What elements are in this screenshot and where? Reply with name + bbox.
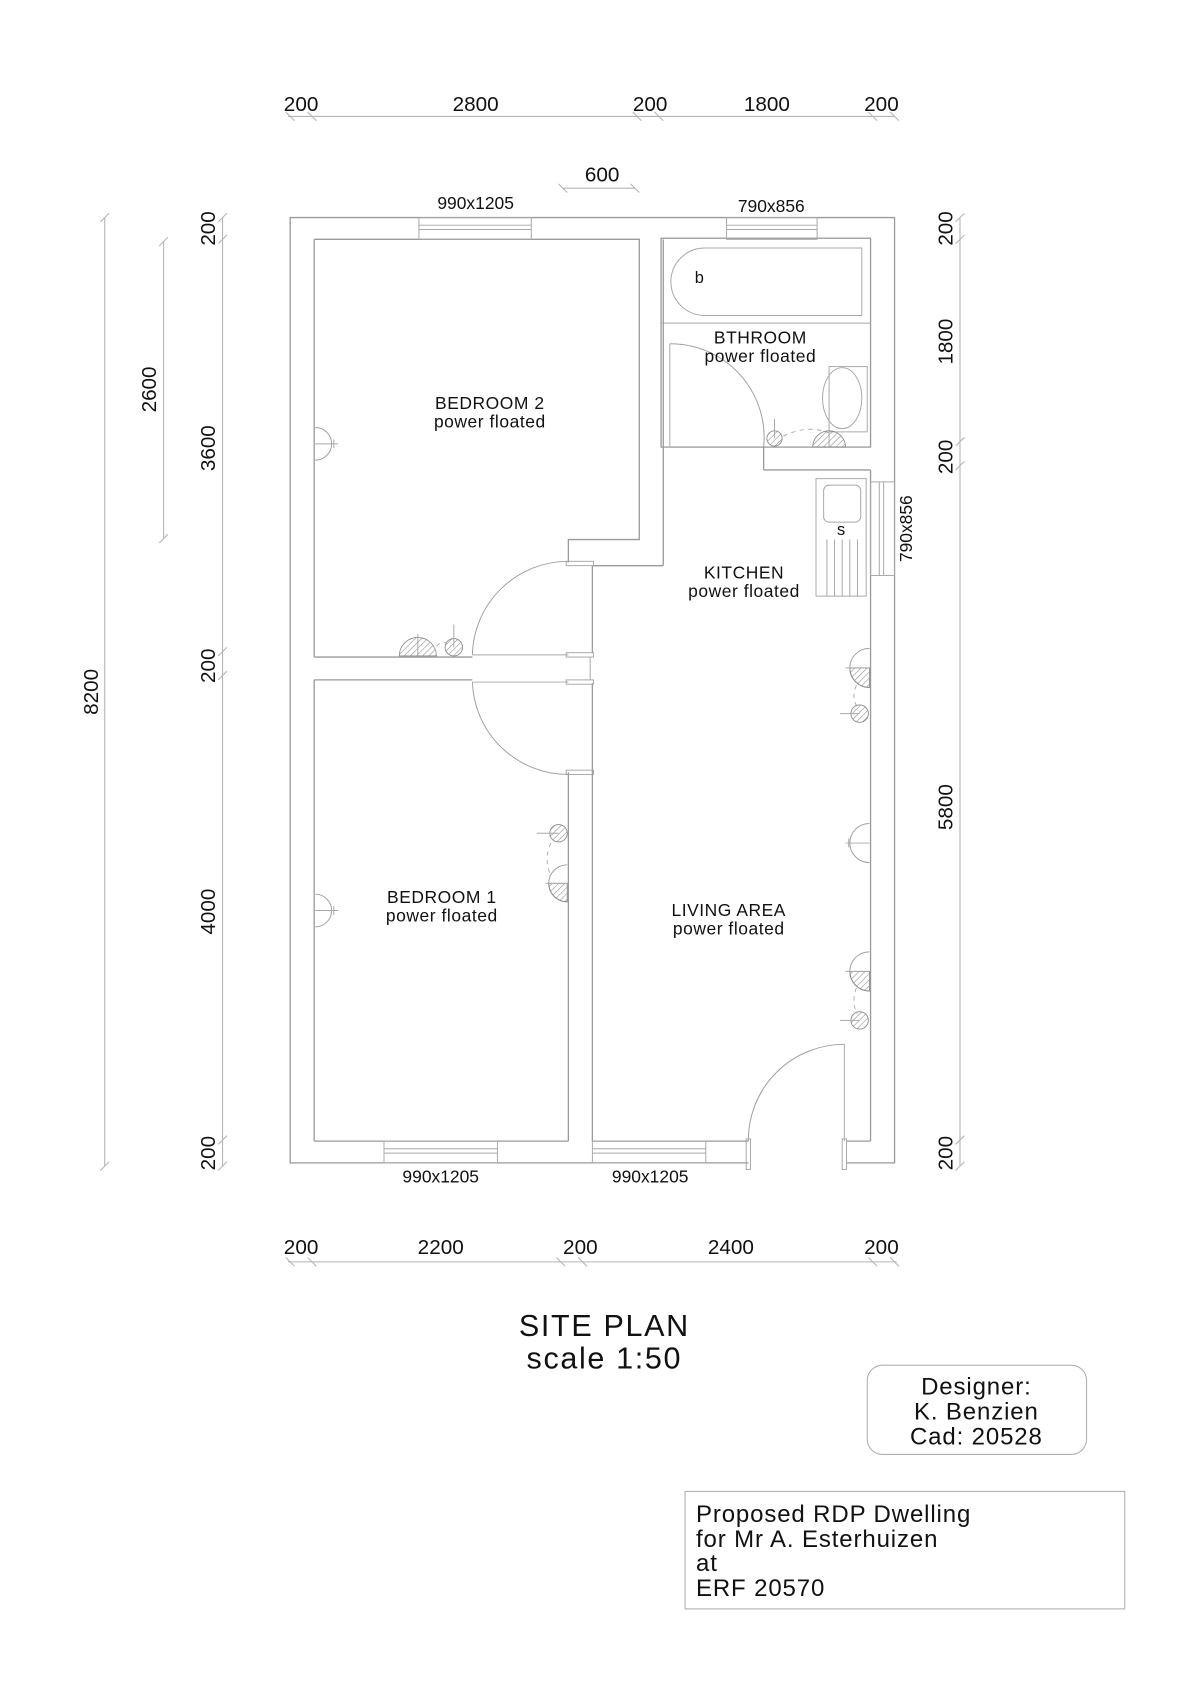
- designer-name: K. Benzien: [914, 1399, 1039, 1426]
- bathroom-electrical: [766, 418, 846, 448]
- bedroom2-electrical: [398, 624, 463, 657]
- dim-bottom-2: 200: [563, 1236, 598, 1259]
- title-scale: scale 1:50: [527, 1342, 683, 1376]
- entrance-door: [747, 1043, 845, 1142]
- dim-top-offset: 600: [585, 164, 620, 187]
- dim-bottom-3: 2400: [708, 1236, 754, 1259]
- project-box: Proposed RDP Dwelling for Mr A. Esterhui…: [684, 1490, 1126, 1610]
- room-label-living: LIVING AREA power floated: [671, 900, 786, 938]
- living-electrical-1: [839, 647, 870, 723]
- dim-bottom-0: 200: [284, 1236, 319, 1259]
- window-label-bathroom: 790x856: [738, 196, 805, 216]
- room-label-bedroom1: BEDROOM 1 power floated: [386, 887, 498, 925]
- bedroom1-door: [471, 681, 569, 776]
- window-label-kitchen: 790x856: [896, 495, 916, 562]
- room-name-living: LIVING AREA: [671, 900, 786, 920]
- window-bedroom1-bottom: 990x1205: [383, 1140, 498, 1186]
- designer-cad: Cad: 20528: [910, 1424, 1043, 1451]
- dim-left-2: 200: [197, 649, 220, 683]
- bedroom2-plug-symbol: [315, 427, 339, 461]
- bedroom1-plug-symbol: [315, 893, 339, 928]
- bath-label: b: [695, 269, 704, 287]
- window-bathroom-top: 790x856: [726, 196, 818, 240]
- window-label-living: 990x1205: [612, 1166, 689, 1186]
- dim-left-4: 200: [197, 1136, 220, 1170]
- room-finish-bedroom2: power floated: [434, 412, 546, 432]
- bedroom1-electrical: [536, 824, 568, 903]
- kitchen-sink: s: [815, 478, 867, 597]
- drawing-title: SITE PLAN scale 1:50: [519, 1309, 690, 1376]
- window-bedroom2-top: 990x1205: [418, 193, 532, 240]
- bedroom2-walls: [313, 238, 640, 658]
- room-name-bedroom1: BEDROOM 1: [387, 887, 497, 907]
- bedroom2-door: [471, 560, 569, 656]
- room-name-kitchen: KITCHEN: [704, 563, 784, 583]
- dim-top-2: 200: [633, 93, 668, 116]
- living-electrical-2: [839, 951, 870, 1030]
- bathtub: b: [670, 247, 863, 316]
- room-finish-living: power floated: [673, 918, 785, 938]
- right-dimension-line: 200 1800 200 5800 200: [934, 211, 965, 1171]
- dim-bottom-4: 200: [864, 1236, 899, 1259]
- room-finish-kitchen: power floated: [688, 581, 800, 601]
- project-line-3: at: [696, 1550, 718, 1577]
- dim-top-4: 200: [864, 93, 899, 116]
- top-offset-dimension: 600: [558, 164, 640, 193]
- window-living-bottom: 990x1205: [591, 1140, 707, 1186]
- dim-right-1: 1800: [934, 319, 957, 365]
- dim-left-outer: 8200: [80, 669, 103, 715]
- dim-right-4: 200: [934, 1136, 957, 1170]
- room-finish-bathroom: power floated: [704, 346, 816, 366]
- corridor-walls: [313, 239, 872, 1142]
- living-plug-symbol: [845, 822, 870, 864]
- room-name-bedroom2: BEDROOM 2: [435, 393, 545, 413]
- dim-top-1: 2800: [453, 93, 499, 116]
- title-main: SITE PLAN: [519, 1309, 690, 1343]
- project-line-2: for Mr A. Esterhuizen: [696, 1526, 938, 1553]
- dim-right-0: 200: [934, 211, 957, 245]
- toilet: [822, 366, 868, 433]
- designer-label: Designer:: [921, 1374, 1032, 1401]
- room-label-bedroom2: BEDROOM 2 power floated: [434, 393, 546, 432]
- bathroom-walls: [660, 237, 872, 471]
- room-label-bathroom: BTHROOM power floated: [704, 328, 816, 366]
- dim-left-mid: 2600: [138, 366, 161, 412]
- room-label-kitchen: KITCHEN power floated: [688, 563, 800, 601]
- dim-left-3: 4000: [197, 889, 220, 935]
- dim-left-1: 3600: [197, 425, 220, 471]
- dim-top-0: 200: [284, 93, 319, 116]
- exterior-walls: [289, 216, 896, 1164]
- top-dimension-line: 200 2800 200 1800 200: [284, 93, 900, 122]
- window-label-bedroom2: 990x1205: [437, 193, 514, 213]
- window-label-bedroom1: 990x1205: [402, 1166, 479, 1186]
- bathroom-door: [669, 343, 765, 448]
- project-line-1: Proposed RDP Dwelling: [696, 1501, 971, 1528]
- dim-right-2: 200: [934, 440, 957, 474]
- project-line-4: ERF 20570: [696, 1575, 825, 1602]
- dim-top-3: 1800: [744, 93, 790, 116]
- bottom-dimension-line: 200 2200 200 2400 200: [284, 1236, 900, 1267]
- sink-label: s: [837, 521, 845, 539]
- dim-right-3: 5800: [934, 784, 957, 830]
- window-kitchen-right: 790x856: [870, 481, 916, 576]
- dim-left-0: 200: [197, 211, 220, 245]
- room-finish-bedroom1: power floated: [386, 905, 498, 925]
- designer-box: Designer: K. Benzien Cad: 20528: [866, 1364, 1088, 1455]
- dim-bottom-1: 2200: [418, 1236, 464, 1259]
- left-inner-dimension: 200 3600 200 4000 200: [197, 211, 228, 1171]
- left-mid-dimension: 2600: [138, 236, 169, 544]
- left-outer-dimension: 8200: [80, 212, 110, 1171]
- room-name-bathroom: BTHROOM: [714, 328, 807, 348]
- door-jambs: [565, 560, 848, 1170]
